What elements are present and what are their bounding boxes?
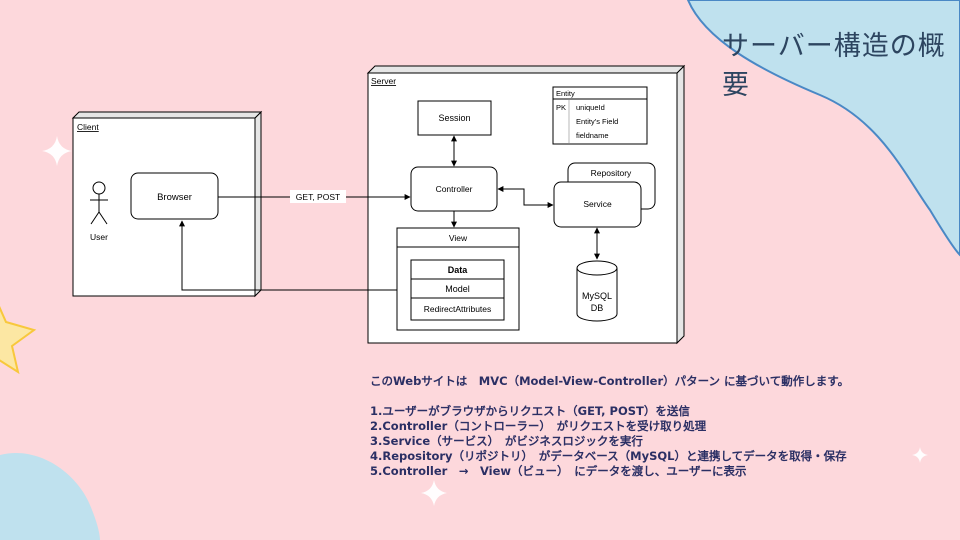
entity-field: uniqueId bbox=[576, 103, 605, 112]
server-label: Server bbox=[371, 76, 396, 86]
controller-service-arrow bbox=[497, 186, 554, 208]
data-header: Data bbox=[448, 265, 469, 275]
request-label-bg bbox=[290, 190, 346, 203]
sparkle-icon bbox=[912, 447, 928, 463]
response-arrow bbox=[179, 220, 397, 291]
service-box bbox=[553, 181, 642, 228]
entity-field: Entity's Field bbox=[576, 117, 618, 126]
entity-pk: PK bbox=[556, 103, 566, 112]
sparkle-icon bbox=[421, 480, 447, 506]
database-icon bbox=[576, 260, 618, 322]
data-row-model: Model bbox=[445, 284, 470, 294]
entity-field: fieldname bbox=[576, 131, 609, 140]
view-label: View bbox=[449, 233, 468, 243]
user-label: User bbox=[90, 232, 108, 242]
db-label-2: DB bbox=[591, 303, 604, 313]
description-step: 2.Controller（コントローラー） がリクエストを受け取り処理 bbox=[370, 419, 707, 433]
description-step: 4.Repository（リポジトリ） がデータベース（MySQL）と連携してデ… bbox=[370, 449, 847, 463]
description-step: 1.ユーザーがブラウザからリクエスト（GET, POST）を送信 bbox=[370, 404, 690, 418]
browser-label: Browser bbox=[157, 192, 192, 203]
description-step: 3.Service（サービス） がビジネスロジックを実行 bbox=[370, 434, 643, 448]
controller-label: Controller bbox=[436, 184, 473, 194]
description-intro: このWebサイトは MVC（Model-View-Controller）パターン… bbox=[370, 374, 850, 388]
session-label: Session bbox=[438, 113, 470, 123]
db-label-1: MySQL bbox=[582, 291, 612, 301]
repository-label: Repository bbox=[591, 168, 632, 178]
session-box bbox=[417, 100, 492, 136]
star-decoration bbox=[0, 306, 37, 375]
user-actor-icon bbox=[90, 181, 108, 225]
browser-box bbox=[130, 172, 219, 220]
sparkle-icon bbox=[42, 136, 72, 166]
slide-title: サーバー構造の概要 bbox=[722, 31, 946, 101]
description-step: 5.Controller → View（ビュー） にデータを渡し、ユーザーに表示 bbox=[370, 464, 747, 478]
description-block: このWebサイトは MVC（Model-View-Controller）パターン… bbox=[370, 374, 930, 479]
data-table bbox=[410, 259, 505, 321]
data-row-redirect: RedirectAttributes bbox=[424, 304, 492, 314]
entity-table: Entity PK uniqueId Entity's Field fieldn… bbox=[552, 86, 648, 145]
entity-title: Entity bbox=[556, 89, 575, 98]
service-label: Service bbox=[583, 199, 612, 209]
request-label: GET, POST bbox=[296, 192, 340, 202]
client-label: Client bbox=[77, 122, 99, 132]
bottom-left-blob bbox=[0, 453, 100, 540]
top-right-blob bbox=[686, 0, 960, 257]
